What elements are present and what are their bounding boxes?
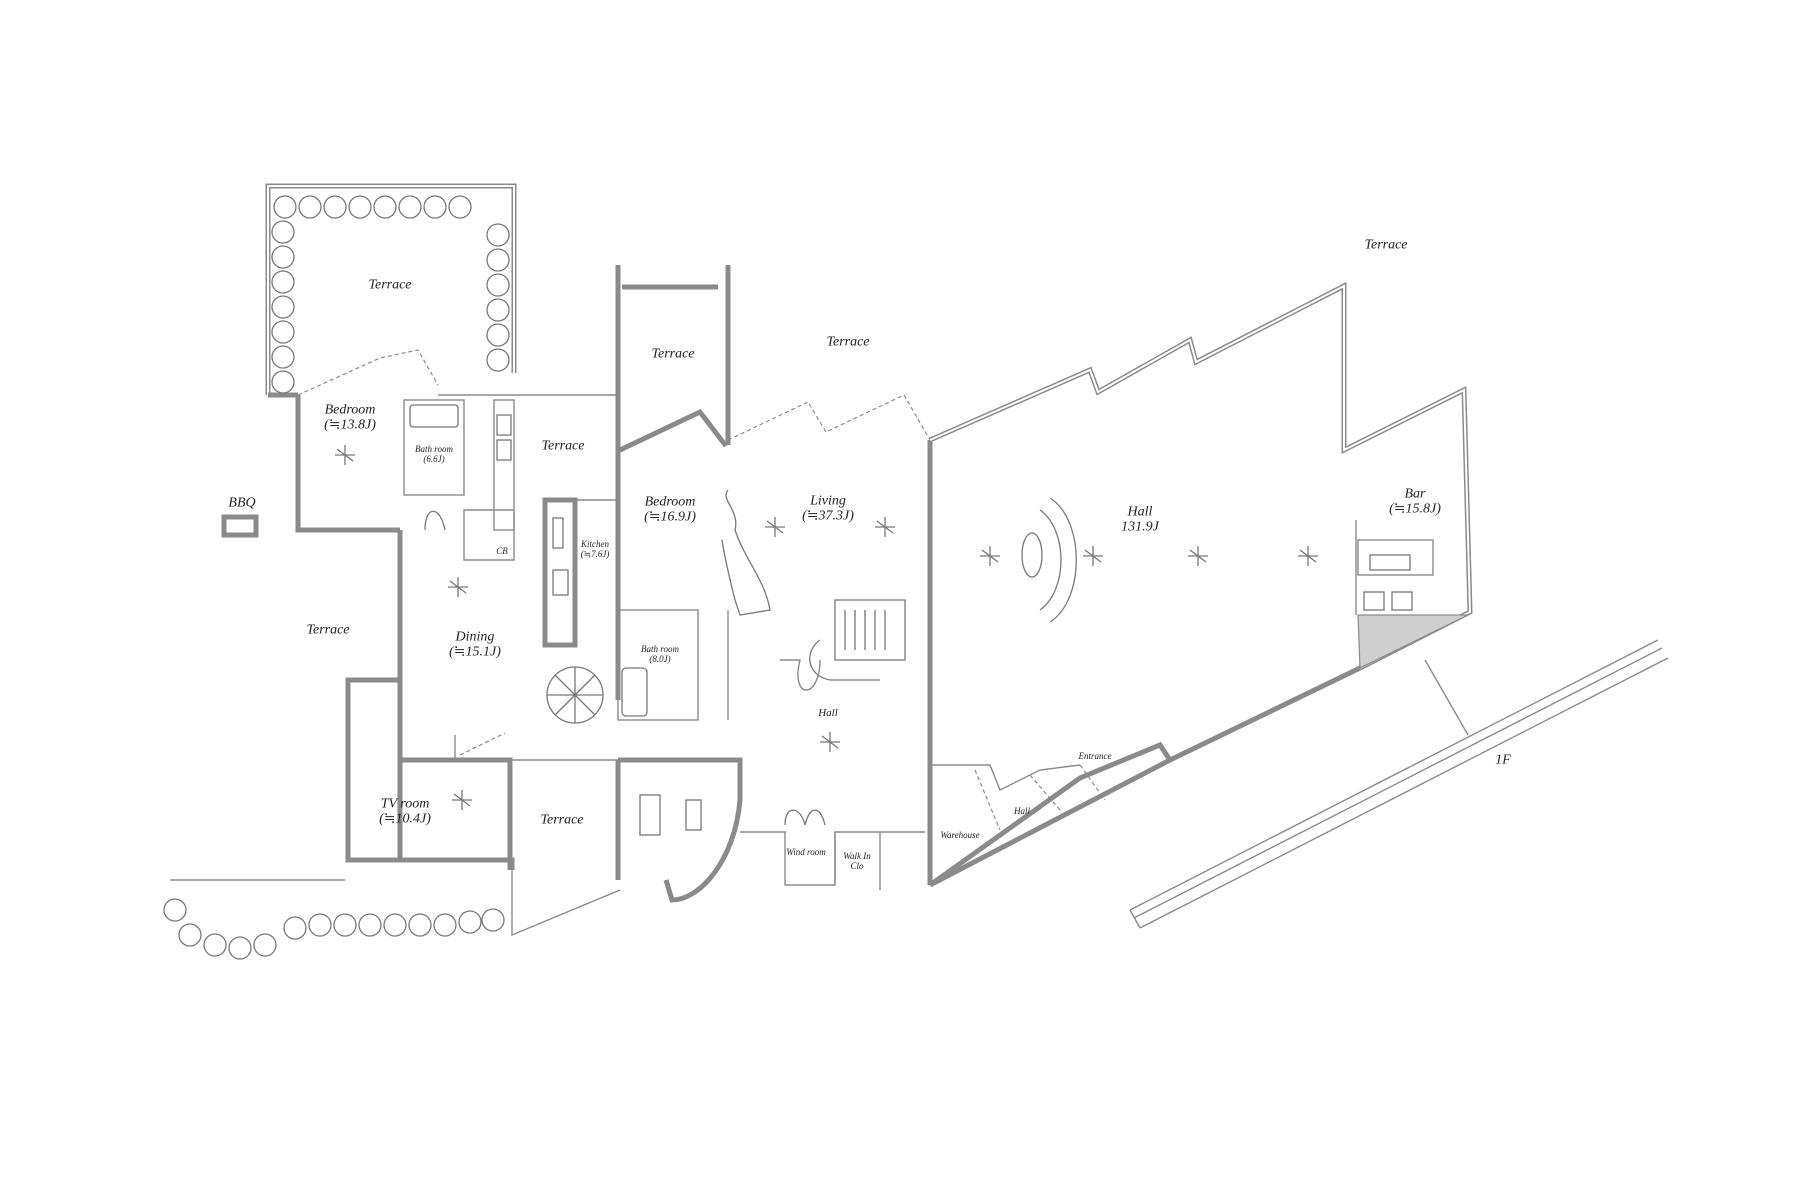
room-label-walk-in-closet: Walk In Clo [843,851,871,871]
terrace-top-left-walls [265,183,517,398]
road-lines [1129,639,1669,929]
bar-counter [1355,520,1434,615]
room-label-bathroom-2: Bath room(8.0J) [641,644,679,664]
room-label-warehouse: Warehouse [940,830,980,841]
room-label-terrace-top-right: Terrace [1364,237,1408,253]
room-label-terrace-narrow: Terrace [651,346,695,362]
room-label-bathroom-1: Bath room(6.6J) [415,444,453,464]
entrance-walls [928,757,1172,888]
sculptural-wall [721,489,771,616]
main-hall-walls [928,281,1473,888]
room-label-bbq: BBQ [228,495,256,511]
room-label-entrance-hall: Hall [1013,806,1031,817]
room-label-bar: Bar(≒15.8J) [1389,486,1441,517]
spiral-stair [546,666,604,724]
room-label-bedroom-2: Bedroom(≒16.9J) [644,494,696,525]
room-label-terrace-top-left: Terrace [368,277,412,293]
kitchen-walls [542,497,618,648]
room-label-kitchen: Kitchen(≒7.6J) [580,539,610,559]
ceiling-fan-icons [335,445,1318,810]
room-label-terrace-top-center: Terrace [826,334,870,350]
room-label-terrace-left: Terrace [306,622,350,638]
living-walls [780,440,933,885]
room-label-terrace-mid: Terrace [541,438,585,454]
hall-arc-feature [1021,497,1077,623]
hedge-top-left [271,195,510,394]
bedroom-2-walls [615,265,931,721]
closet-label: CB [496,546,508,557]
room-label-entrance: Entrance [1078,751,1112,762]
room-label-wind-room: Wind room [786,847,826,858]
room-label-terrace-bottom: Terrace [540,812,584,828]
room-label-bedroom-1: Bedroom(≒13.8J) [324,402,376,433]
utility-walls [615,757,925,903]
room-label-tv-room: TV room(≒10.4J) [379,796,431,827]
dining-walls [397,680,618,870]
room-label-hall-small: Hall [818,706,838,719]
hedge-bottom-left [163,870,621,960]
room-label-living: Living(≒37.3J) [802,493,854,524]
floor-label: 1F [1495,752,1511,768]
room-label-dining: Dining(≒15.1J) [449,629,501,660]
bbq-grill [221,514,259,538]
